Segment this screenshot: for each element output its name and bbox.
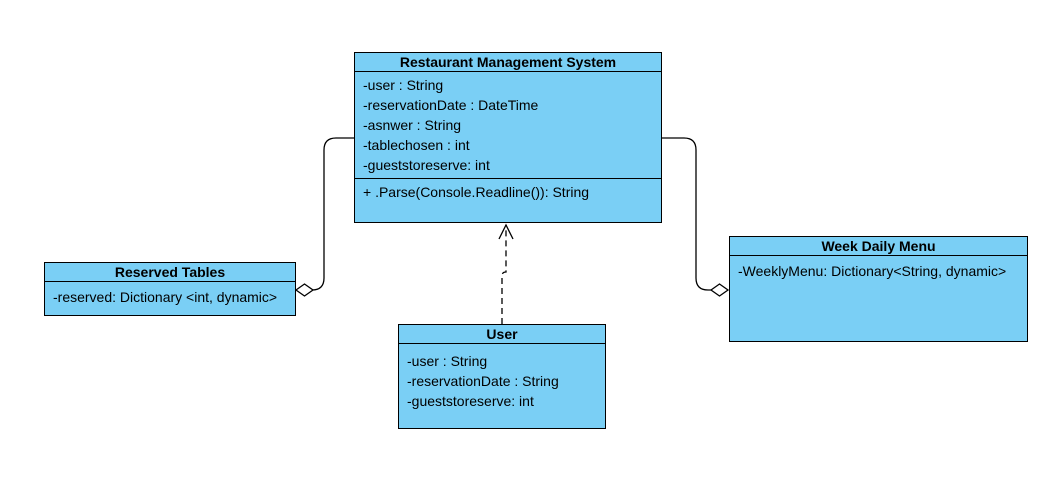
- attributes-section: -user : String -reservationDate : String…: [399, 344, 605, 411]
- attribute: -asnwer : String: [363, 117, 462, 133]
- attributes-section: -reserved: Dictionary <int, dynamic>: [45, 282, 295, 307]
- attributes-section: -user : String -reservationDate : DateTi…: [355, 72, 661, 179]
- class-user[interactable]: User -user : String -reservationDate : S…: [398, 324, 606, 429]
- dependency-arrowhead: [498, 223, 514, 240]
- attribute: -user : String: [407, 353, 488, 369]
- aggregation-diamond-week-menu: [709, 283, 730, 297]
- method: + .Parse(Console.Readline()): String: [363, 184, 590, 200]
- attribute: -tablechosen : int: [363, 137, 470, 153]
- class-restaurant-management-system[interactable]: Restaurant Management System -user : Str…: [354, 52, 662, 223]
- attribute: -reserved: Dictionary <int, dynamic>: [53, 289, 278, 305]
- class-reserved-tables[interactable]: Reserved Tables -reserved: Dictionary <i…: [44, 262, 296, 316]
- aggregation-week-menu-line: [662, 137, 711, 291]
- attribute: -reservationDate : String: [407, 373, 559, 389]
- aggregation-reserved-tables-line: [311, 137, 354, 291]
- class-title: Restaurant Management System: [355, 53, 661, 72]
- class-title: Week Daily Menu: [730, 237, 1027, 256]
- attribute: -user : String: [363, 77, 444, 93]
- attribute: -gueststoreserve: int: [363, 157, 490, 173]
- aggregation-diamond-reserved-tables: [294, 283, 315, 297]
- class-title: User: [399, 325, 605, 344]
- attribute: -gueststoreserve: int: [407, 393, 534, 409]
- attributes-section: -WeeklyMenu: Dictionary<String, dynamic>: [730, 256, 1027, 281]
- class-week-daily-menu[interactable]: Week Daily Menu -WeeklyMenu: Dictionary<…: [729, 236, 1028, 342]
- attribute: -reservationDate : DateTime: [363, 97, 539, 113]
- methods-section: + .Parse(Console.Readline()): String: [355, 179, 661, 202]
- class-title: Reserved Tables: [45, 263, 295, 282]
- dependency-user-line: [501, 225, 507, 324]
- attribute: -WeeklyMenu: Dictionary<String, dynamic>: [738, 263, 1007, 279]
